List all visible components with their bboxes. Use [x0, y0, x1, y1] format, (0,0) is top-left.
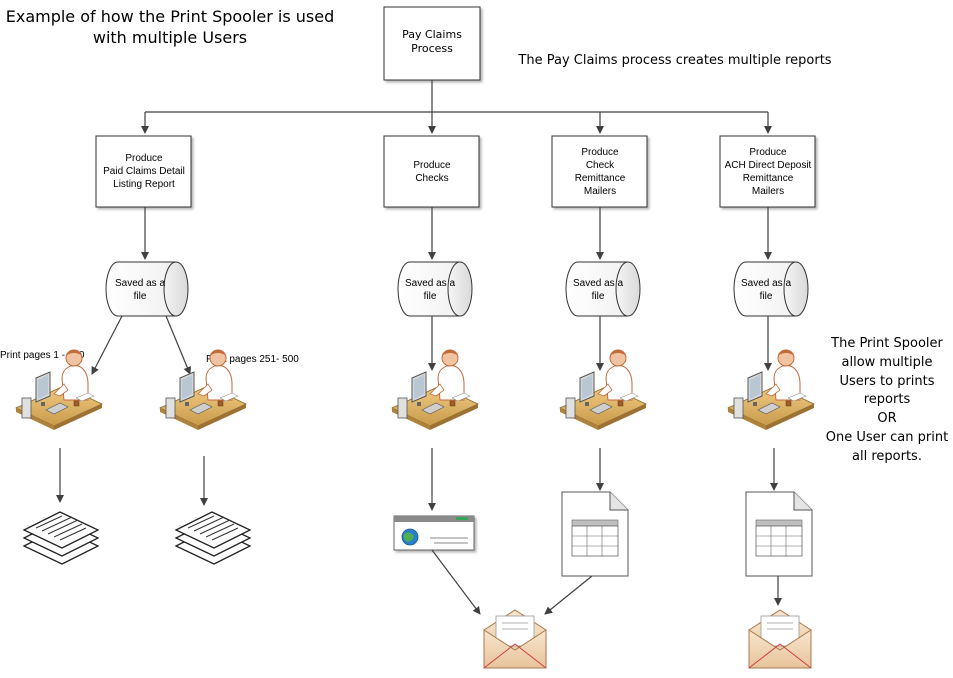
diagram-title-line-1: Example of how the Print Spooler is used — [6, 7, 335, 26]
side-note-line-2: allow multiple — [842, 355, 933, 370]
top-note: The Pay Claims process creates multiple … — [517, 53, 831, 68]
process-4-line-3: Remittance — [743, 173, 794, 184]
storage-4-label-line-1: Saved as a — [741, 278, 791, 289]
process-4-line-1: Produce — [749, 147, 787, 158]
print-label-pages-1-250: Print pages 1 - 250 — [0, 350, 85, 361]
process-3-line-4: Mailers — [584, 186, 616, 197]
envelope-mail-icon — [483, 609, 547, 669]
process-4-line-2: ACH Direct Deposit — [725, 160, 812, 171]
print-label-pages-251-500: Print pages 251- 500 — [206, 354, 299, 365]
process-1-line-1: Produce — [125, 153, 163, 164]
process-box-check-remittance: Produce Check Remittance Mailers — [551, 135, 648, 208]
side-note-line-5: OR — [877, 411, 896, 426]
storage-file-2: Saved as a file — [397, 261, 473, 317]
process-box-paid-claims: Produce Paid Claims Detail Listing Repor… — [95, 135, 192, 208]
side-note-line-6: One User can print — [826, 430, 948, 445]
user-workstation-icon — [15, 349, 103, 431]
envelope-mail-icon — [748, 609, 812, 669]
storage-1-label-line-1: Saved as a — [115, 278, 165, 289]
storage-file-3: Saved as a file — [565, 261, 641, 317]
user-workstation-icon — [391, 349, 479, 431]
process-1-line-2: Paid Claims Detail — [103, 166, 185, 177]
process-2-line-1: Produce — [413, 160, 451, 171]
output-to-mail-connectors — [431, 549, 782, 615]
side-note-line-1: The Print Spooler — [830, 336, 943, 351]
process-3-line-1: Produce — [581, 147, 619, 158]
root-label-line-1: Pay Claims — [402, 28, 462, 41]
process-to-storage-connectors — [141, 207, 772, 260]
side-note-line-7: all reports. — [852, 449, 922, 464]
user-to-output-connectors — [56, 448, 778, 511]
root-label-line-2: Process — [411, 42, 453, 55]
storage-2-label-line-1: Saved as a — [405, 278, 455, 289]
printout-stack-icon — [23, 511, 99, 565]
side-note-line-3: Users to prints — [839, 374, 934, 389]
diagram-title-line-2: with multiple Users — [93, 28, 247, 47]
process-box-ach-remittance: Produce ACH Direct Deposit Remittance Ma… — [719, 135, 816, 208]
check-document-icon — [393, 515, 475, 551]
process-box-checks: Produce Checks — [383, 135, 480, 208]
storage-2-label-line-2: file — [424, 291, 437, 302]
process-1-line-3: Listing Report — [113, 179, 175, 190]
storage-3-label-line-1: Saved as a — [573, 278, 623, 289]
process-2-line-2: Checks — [415, 173, 448, 184]
user-workstation-icon — [727, 349, 815, 431]
side-note-line-4: reports — [864, 392, 911, 407]
storage-4-label-line-2: file — [760, 291, 773, 302]
user-workstation-icon — [559, 349, 647, 431]
storage-1-label-line-2: file — [134, 291, 147, 302]
side-note: The Print Spooler allow multiple Users t… — [826, 336, 948, 464]
spreadsheet-document-icon — [745, 491, 813, 577]
spreadsheet-document-icon — [561, 491, 629, 577]
storage-file-1: Saved as a file — [105, 261, 189, 317]
printout-stack-icon — [175, 511, 251, 565]
storage-file-4: Saved as a file — [733, 261, 809, 317]
process-3-line-2: Check — [586, 160, 615, 171]
root-connectors — [141, 80, 772, 134]
pay-claims-process-box: Pay Claims Process — [383, 6, 481, 81]
process-3-line-3: Remittance — [575, 173, 626, 184]
storage-to-user-connectors — [91, 315, 772, 375]
process-4-line-4: Mailers — [752, 186, 784, 197]
storage-3-label-line-2: file — [592, 291, 605, 302]
